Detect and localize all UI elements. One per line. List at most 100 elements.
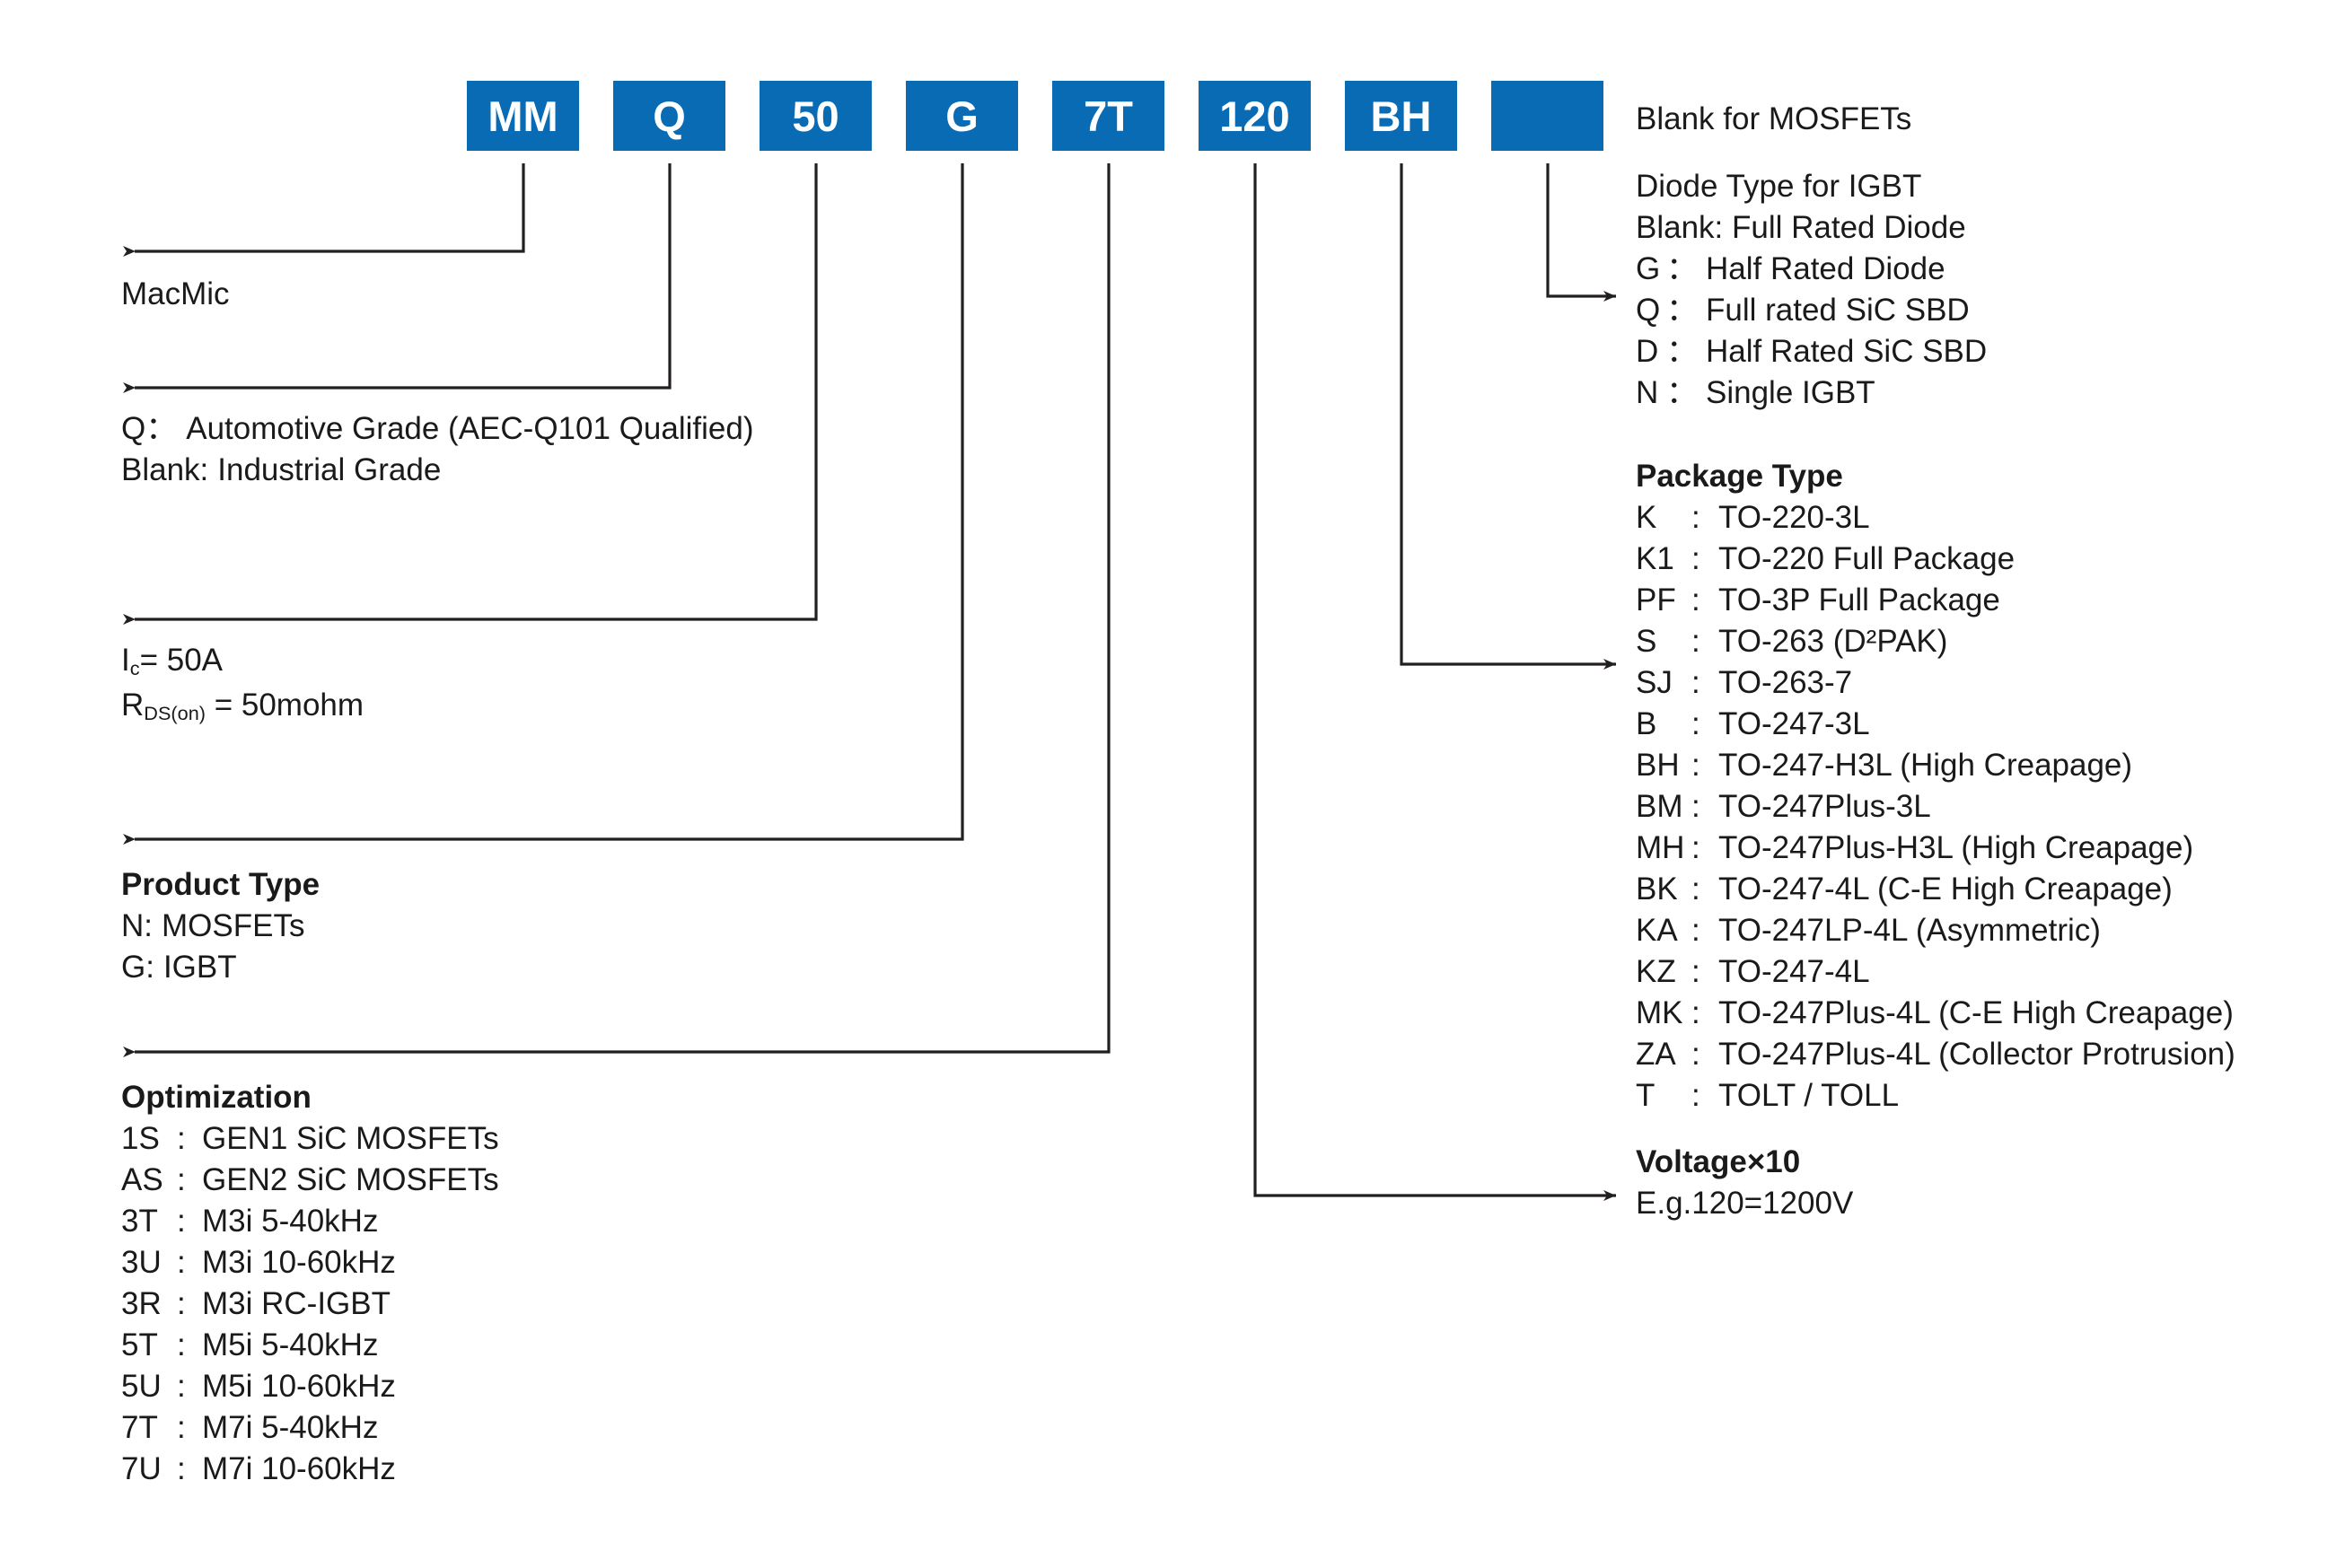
optimization-row: 7U : M7i 10-60kHz bbox=[121, 1449, 499, 1490]
diode-type-sep: ： bbox=[1666, 251, 1699, 286]
code-box-current[interactable]: 50 bbox=[760, 81, 872, 151]
package-type-value: TO-247Plus-4L (Collector Protrusion) bbox=[1718, 1037, 2235, 1072]
code-box-grade[interactable]: Q bbox=[613, 81, 725, 151]
leader-current bbox=[123, 163, 818, 625]
optimization-value: M5i 5-40kHz bbox=[202, 1327, 379, 1362]
grade-key: Q bbox=[121, 411, 146, 446]
package-type-key: ZA bbox=[1636, 1037, 1676, 1072]
package-type-value: TO-247-4L bbox=[1718, 954, 1870, 989]
package-type-key: BH bbox=[1636, 748, 1680, 783]
package-type-row: BK : TO-247-4L (C-E High Creapage) bbox=[1636, 869, 2235, 910]
current-subscript: c bbox=[129, 656, 140, 679]
leader-voltage bbox=[1253, 163, 1616, 1201]
optimization-key: AS bbox=[121, 1162, 163, 1197]
optimization-row: 3T : M3i 5-40kHz bbox=[121, 1201, 499, 1242]
leader-diode-type bbox=[1546, 163, 1616, 302]
optimization-row: 7T : M7i 5-40kHz bbox=[121, 1407, 499, 1449]
product-type-value: MOSFETs bbox=[162, 908, 305, 943]
optimization-value: M3i 5-40kHz bbox=[202, 1204, 379, 1239]
optimization-sep: : bbox=[177, 1121, 186, 1156]
package-type-row: BM : TO-247Plus-3L bbox=[1636, 786, 2235, 828]
package-type-sep: : bbox=[1691, 500, 1700, 535]
diode-type-row: D ： Half Rated SiC SBD bbox=[1636, 331, 1987, 372]
package-type-row: MK : TO-247Plus-4L (C-E High Creapage) bbox=[1636, 993, 2235, 1034]
optimization-sep: : bbox=[177, 1245, 186, 1280]
leader-product-type bbox=[123, 163, 964, 845]
package-type-sep: : bbox=[1691, 913, 1700, 948]
grade-value: Industrial Grade bbox=[217, 452, 442, 487]
optimization-row: 3U : M3i 10-60kHz bbox=[121, 1242, 499, 1283]
package-type-row: KZ : TO-247-4L bbox=[1636, 951, 2235, 993]
code-box-product-type[interactable]: G bbox=[906, 81, 1018, 151]
package-type-sep: : bbox=[1691, 706, 1700, 741]
package-type-value: TO-247-4L (C-E High Creapage) bbox=[1718, 872, 2173, 907]
package-type-key: BK bbox=[1636, 872, 1678, 907]
diode-type-value: Single IGBT bbox=[1706, 375, 1875, 410]
optimization-value: GEN1 SiC MOSFETs bbox=[202, 1121, 499, 1156]
package-type-row: SJ : TO-263-7 bbox=[1636, 662, 2235, 704]
code-box-voltage[interactable]: 120 bbox=[1199, 81, 1311, 151]
leader-prefix bbox=[123, 163, 525, 257]
optimization-value: M7i 5-40kHz bbox=[202, 1410, 379, 1445]
diode-type-key: Q bbox=[1636, 293, 1661, 328]
package-type-value: TO-247Plus-H3L (High Creapage) bbox=[1718, 830, 2194, 865]
optimization-value: M3i RC-IGBT bbox=[202, 1286, 391, 1321]
package-type-row: T : TOLT / TOLL bbox=[1636, 1075, 2235, 1117]
package-type-row: PF : TO-3P Full Package bbox=[1636, 580, 2235, 621]
diode-type-block: Diode Type for IGBT Blank: Full Rated Di… bbox=[1636, 166, 1987, 414]
package-type-row: BH : TO-247-H3L (High Creapage) bbox=[1636, 745, 2235, 786]
package-type-value: TO-263 (D²PAK) bbox=[1718, 624, 1948, 659]
prefix-label: MacMic bbox=[121, 276, 230, 311]
package-type-value: TO-220-3L bbox=[1718, 500, 1870, 535]
product-type-header: Product Type bbox=[121, 867, 321, 902]
package-type-value: TOLT / TOLL bbox=[1718, 1078, 1900, 1113]
optimization-key: 3U bbox=[121, 1245, 162, 1280]
prefix-block: MacMic bbox=[121, 274, 230, 315]
optimization-row: AS : GEN2 SiC MOSFETs bbox=[121, 1160, 499, 1201]
diode-type-row: Q ： Full rated SiC SBD bbox=[1636, 290, 1987, 331]
package-type-key: T bbox=[1636, 1078, 1656, 1113]
optimization-key: 3R bbox=[121, 1286, 162, 1321]
diode-type-key: D bbox=[1636, 334, 1659, 369]
optimization-key: 5U bbox=[121, 1369, 162, 1404]
package-type-sep: : bbox=[1691, 789, 1700, 824]
package-type-header: Package Type bbox=[1636, 459, 1843, 494]
rdson-value: = 50mohm bbox=[205, 688, 364, 723]
package-type-key: PF bbox=[1636, 583, 1676, 618]
optimization-sep: : bbox=[177, 1327, 186, 1362]
code-box-package[interactable]: BH bbox=[1345, 81, 1457, 151]
rdson-rating: RDS(on) = 50mohm bbox=[121, 685, 364, 730]
part-number-code-row: MM Q 50 G 7T 120 BH bbox=[467, 81, 1603, 151]
optimization-row: 5U : M5i 10-60kHz bbox=[121, 1366, 499, 1407]
optimization-sep: : bbox=[177, 1369, 186, 1404]
voltage-block: Voltage×10 E.g.120=1200V bbox=[1636, 1142, 1853, 1224]
optimization-sep: : bbox=[177, 1410, 186, 1445]
optimization-key: 5T bbox=[121, 1327, 158, 1362]
package-type-value: TO-263-7 bbox=[1718, 665, 1853, 700]
package-type-key: MH bbox=[1636, 830, 1685, 865]
grade-sep: ： bbox=[145, 411, 178, 446]
package-type-row: K1 : TO-220 Full Package bbox=[1636, 539, 2235, 580]
package-type-value: TO-247-H3L (High Creapage) bbox=[1718, 748, 2133, 783]
product-type-row: G: IGBT bbox=[121, 947, 320, 988]
package-type-row: ZA : TO-247Plus-4L (Collector Protrusion… bbox=[1636, 1034, 2235, 1075]
current-rating: Ic= 50A bbox=[121, 640, 364, 685]
grade-row: Q ： Automotive Grade (AEC-Q101 Qualified… bbox=[121, 408, 753, 450]
optimization-key: 7U bbox=[121, 1451, 162, 1486]
code-box-optimization[interactable]: 7T bbox=[1052, 81, 1164, 151]
package-type-value: TO-247Plus-3L bbox=[1718, 789, 1931, 824]
voltage-example: E.g.120=1200V bbox=[1636, 1186, 1854, 1221]
optimization-key: 3T bbox=[121, 1204, 158, 1239]
product-type-key: G: bbox=[121, 950, 154, 985]
optimization-sep: : bbox=[177, 1204, 186, 1239]
code-box-prefix[interactable]: MM bbox=[467, 81, 579, 151]
grade-sep bbox=[208, 450, 217, 491]
package-type-key: S bbox=[1636, 624, 1657, 659]
package-type-row: B : TO-247-3L bbox=[1636, 704, 2235, 745]
optimization-row: 5T : M5i 5-40kHz bbox=[121, 1325, 499, 1366]
diode-type-row: G ： Half Rated Diode bbox=[1636, 249, 1987, 290]
code-box-diode-type[interactable] bbox=[1491, 81, 1603, 151]
optimization-row: 1S : GEN1 SiC MOSFETs bbox=[121, 1118, 499, 1160]
package-type-key: BM bbox=[1636, 789, 1683, 824]
